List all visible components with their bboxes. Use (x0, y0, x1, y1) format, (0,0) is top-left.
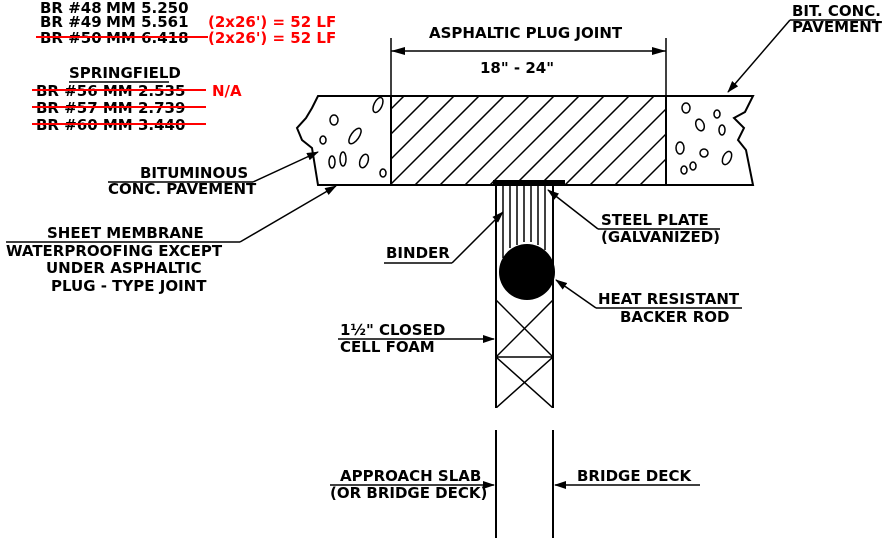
steel-plate (493, 180, 565, 186)
plug-width-label: 18" - 24" (480, 59, 554, 77)
springfield-list: SPRINGFIELD BR #56 MM 2.535 N/A BR #57 M… (32, 64, 242, 134)
list-row-1-mm: MM 5.250 (106, 0, 189, 17)
steel-plate-label-1: STEEL PLATE (601, 211, 709, 229)
binder-label: BINDER (386, 244, 450, 262)
membrane-callout: SHEET MEMBRANE WATERPROOFING EXCEPT UNDE… (6, 185, 337, 295)
foam-hatching (496, 300, 553, 408)
leader-arrow (451, 211, 504, 264)
bridge-list: BR #48 MM 5.250 BR #49 MM 5.561 (2x26') … (36, 0, 336, 47)
pavement-outline (295, 95, 755, 186)
plug-joint-label: ASPHALTIC PLUG JOINT (429, 24, 623, 42)
list-row-1-bridge: BR #48 (40, 0, 102, 17)
leader-arrow (547, 189, 599, 230)
list-row-2-bridge: BR #49 (40, 13, 102, 31)
foam-label-1: 1½" CLOSED (340, 321, 445, 339)
backer-rod-label-2: BACKER ROD (620, 308, 729, 326)
dim-arrow-left (391, 47, 405, 55)
leader-arrow (555, 279, 597, 309)
membrane-label-1: SHEET MEMBRANE (47, 224, 204, 242)
aggregate-left (319, 96, 387, 178)
list-row-2-mm: MM 5.561 (106, 13, 189, 31)
bituminous-callout: BITUMINOUS CONC. PAVEMENT (108, 151, 319, 198)
springfield-note: N/A (212, 82, 242, 100)
bituminous-label-1: BITUMINOUS (140, 164, 248, 182)
bituminous-label-2: CONC. PAVEMENT (108, 180, 257, 198)
bit-conc-callout: BIT. CONC. PAVEMENT (727, 2, 883, 93)
bit-conc-label-1: BIT. CONC. (792, 2, 881, 20)
aggregate-right (675, 102, 733, 175)
dim-arrow-right (652, 47, 666, 55)
bit-conc-label-2: PAVEMENT (792, 18, 883, 36)
steel-plate-callout: STEEL PLATE (GALVANIZED) (547, 189, 720, 246)
list-row-2-note: (2x26') = 52 LF (208, 13, 336, 31)
joint-gap (495, 186, 554, 538)
backer-rod (499, 244, 555, 300)
foam-callout: 1½" CLOSED CELL FOAM (338, 321, 495, 356)
backer-rod-label-1: HEAT RESISTANT (598, 290, 740, 308)
steel-plate-label-2: (GALVANIZED) (601, 228, 720, 246)
approach-slab-callout: APPROACH SLAB (OR BRIDGE DECK) (330, 467, 495, 502)
bridge-deck-callout: BRIDGE DECK (554, 467, 700, 489)
binder-fill (502, 186, 546, 258)
leader-arrow (239, 185, 337, 243)
leader-arrow (727, 19, 791, 93)
approach-label-2: (OR BRIDGE DECK) (330, 484, 487, 502)
pavement (295, 95, 755, 186)
membrane-label-3: UNDER ASPHALTIC (46, 259, 202, 277)
backer-rod-callout: HEAT RESISTANT BACKER ROD (555, 279, 742, 326)
membrane-label-4: PLUG - TYPE JOINT (51, 277, 207, 295)
leader-arrow (252, 151, 319, 183)
list-row-3-note: (2x26') = 52 LF (208, 29, 336, 47)
plug-joint-dimension: ASPHALTIC PLUG JOINT 18" - 24" (390, 24, 667, 96)
bridge-deck-label: BRIDGE DECK (577, 467, 693, 485)
foam-label-2: CELL FOAM (340, 338, 435, 356)
springfield-title: SPRINGFIELD (69, 64, 181, 82)
plug-hatching (391, 96, 666, 185)
membrane-label-2: WATERPROOFING EXCEPT (6, 242, 223, 260)
binder-callout: BINDER (384, 211, 504, 264)
approach-label-1: APPROACH SLAB (340, 467, 481, 485)
